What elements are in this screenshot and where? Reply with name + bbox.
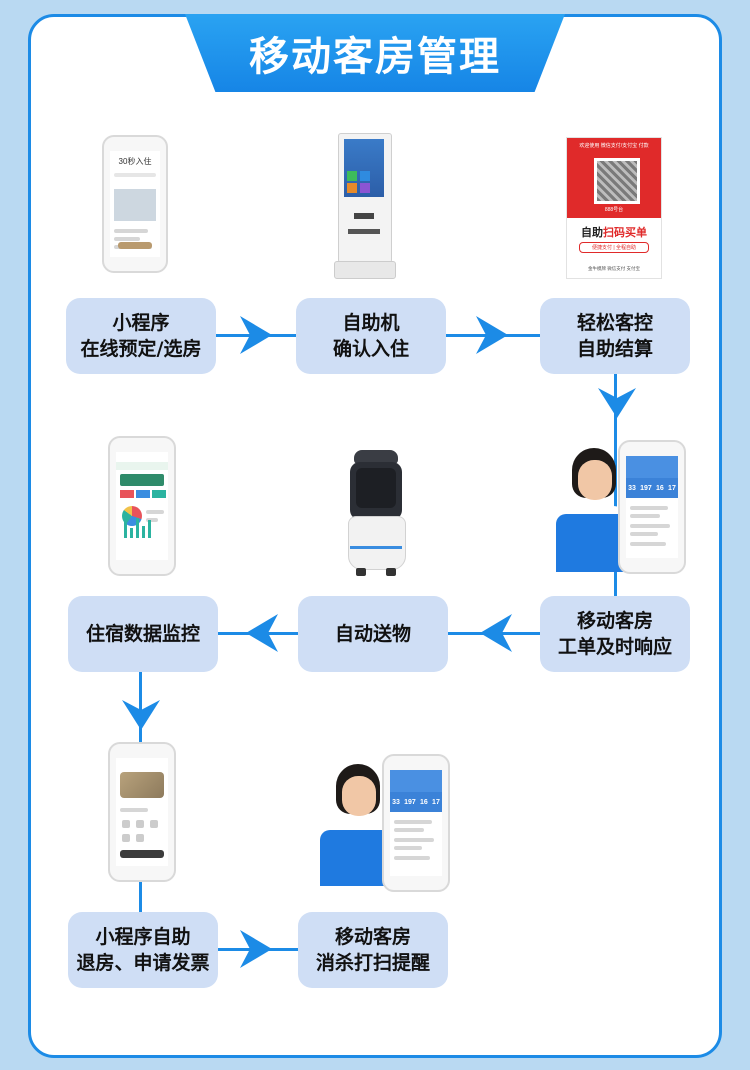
page-title: 移动客房管理 [249,34,501,80]
step-cleaning: 移动客房 消杀打扫提醒 [298,912,448,988]
step-label-line2: 确认入住 [332,338,409,360]
poster-main-prefix: 自助 [581,226,603,239]
checkout-phone-image [108,742,176,882]
step-label-line1: 小程序 [112,312,170,334]
step-checkout-invoice: 小程序自助 退房、申请发票 [68,912,218,988]
stat-value: 16 [420,798,428,806]
housekeeper-with-phone-image: 33 197 16 17 [542,436,688,576]
scan-pay-poster: 欢迎使用 微信支付/支付宝 付款 888号台 自助扫码买单 便捷支付 | 全程自… [566,137,662,279]
poster-sub: 888号台 [604,207,624,213]
arrow-right-icon [240,930,272,968]
poster-footer: 金牛模牌 微信支付 支付宝 [588,266,640,271]
kiosk-image [334,133,396,281]
stat-value: 33 [392,798,400,806]
stat-value: 33 [628,484,636,492]
step-label-line2: 在线预定/选房 [80,338,202,360]
arrow-right-icon [476,316,508,354]
monitoring-phone-image [108,436,176,576]
step-label-line2: 退房、申请发票 [76,952,210,974]
poster-header: 欢迎使用 微信支付/支付宝 付款 [579,143,649,149]
checkin-phone-image: 30秒入住 [102,135,168,273]
step-mini-program: 小程序 在线预定/选房 [66,298,216,374]
arrow-left-icon [480,614,512,652]
step-mobile-workorder: 移动客房 工单及时响应 [540,596,690,672]
checkin-phone-heading: 30秒入住 [118,157,152,166]
stat-value: 17 [668,484,676,492]
stat-value: 197 [404,798,416,806]
step-self-checkout: 轻松客控 自助结算 [540,298,690,374]
poster-tags: 便捷支付 | 全程自助 [579,242,649,253]
step-label-line1: 移动客房 [576,610,653,632]
stat-value: 197 [640,484,652,492]
delivery-robot-image [344,450,408,580]
arrow-right-icon [240,316,272,354]
step-label-line1: 自动送物 [334,623,411,645]
step-monitoring: 住宿数据监控 [68,596,218,672]
step-label-line1: 轻松客控 [576,312,653,334]
arrow-left-icon [246,614,278,652]
step-label-line1: 自助机 [342,312,400,334]
step-label-line1: 移动客房 [334,926,411,948]
qr-code-icon [594,158,640,204]
stat-value: 16 [656,484,664,492]
arrow-down-icon [598,388,636,418]
step-label-line2: 自助结算 [576,338,653,360]
poster-main-highlight: 扫码买单 [603,226,647,239]
stat-value: 17 [432,798,440,806]
arrow-down-icon [122,700,160,730]
step-label-line2: 工单及时响应 [557,636,672,658]
step-kiosk: 自助机 确认入住 [296,298,446,374]
step-delivery: 自动送物 [298,596,448,672]
step-label-line1: 住宿数据监控 [85,623,200,645]
title-banner: 移动客房管理 [185,14,565,92]
step-label-line1: 小程序自助 [95,926,191,948]
housekeeper-with-phone-image: 33 197 16 17 [306,754,452,894]
step-label-line2: 消杀打扫提醒 [315,952,430,974]
